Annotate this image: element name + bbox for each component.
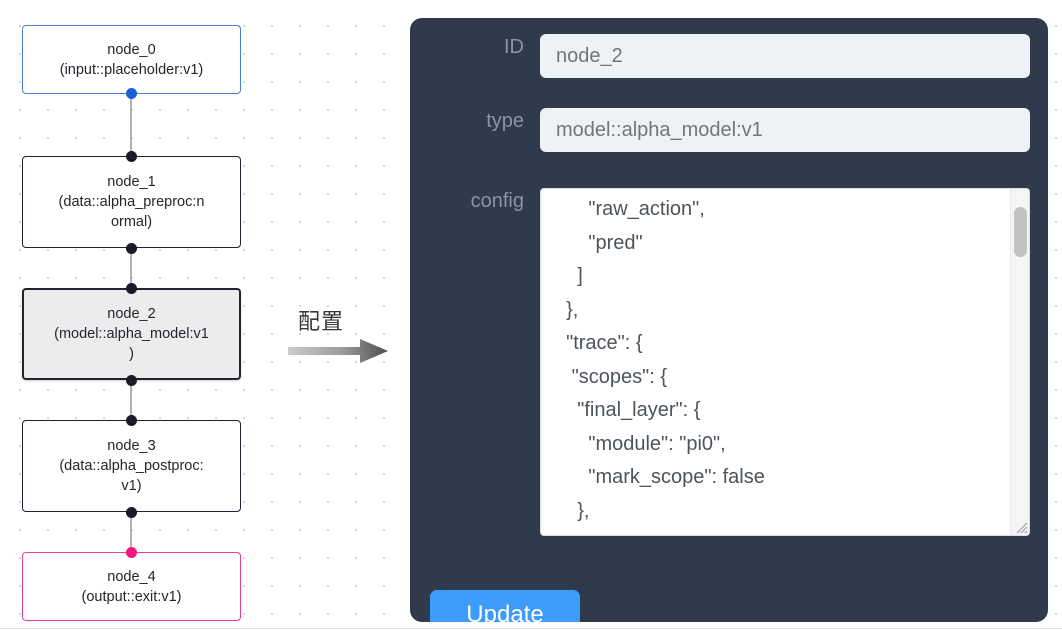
node-handle-node_3-target[interactable]: [125, 415, 137, 426]
config-field-label: config: [470, 190, 524, 212]
config-editor-wrapper: "raw_action", "pred" ] }, "trace": { "sc…: [540, 188, 1030, 536]
node-config-panel: ID type config "raw_action", "pred" ] },…: [410, 18, 1048, 622]
node-handle-node_1-source[interactable]: [125, 243, 137, 254]
field-row-id: ID: [430, 34, 1030, 78]
graph-node-node_4[interactable]: node_4 (output::exit:v1): [22, 552, 241, 621]
graph-edge-node1-node2: [130, 247, 132, 291]
type-input[interactable]: [540, 108, 1030, 152]
node-handle-node_2-target[interactable]: [125, 283, 137, 294]
node-handle-node_4-target[interactable]: [125, 547, 137, 558]
update-button[interactable]: Update: [430, 590, 580, 622]
graph-node-label: node_1 (data::alpha_preproc:n ormal): [58, 174, 205, 230]
type-field-label: type: [486, 110, 524, 132]
graph-node-label: node_0 (input::placeholder:v1): [59, 41, 204, 78]
graph-node-label: node_3 (data::alpha_postproc: v1): [59, 438, 204, 494]
graph-node-label: node_4 (output::exit:v1): [81, 568, 182, 605]
config-textarea[interactable]: "raw_action", "pred" ] }, "trace": { "sc…: [540, 188, 1030, 536]
graph-node-node_3[interactable]: node_3 (data::alpha_postproc: v1): [22, 420, 241, 512]
node-handle-node_3-source[interactable]: [125, 507, 137, 518]
graph-edge-node2-node3: [130, 379, 132, 423]
node-handle-node_0-source[interactable]: [125, 88, 137, 99]
graph-node-label: node_2 (model::alpha_model:v1 ): [54, 306, 209, 362]
graph-edge-node3-node4: [130, 511, 132, 555]
graph-node-node_0[interactable]: node_0 (input::placeholder:v1): [22, 25, 241, 94]
node-handle-node_2-source[interactable]: [125, 375, 137, 386]
node-handle-node_1-target[interactable]: [125, 151, 137, 162]
id-field-label: ID: [504, 36, 524, 58]
field-row-config: config "raw_action", "pred" ] }, "trace"…: [430, 188, 1030, 536]
right-arrow-icon: [288, 339, 388, 363]
graph-node-node_1[interactable]: node_1 (data::alpha_preproc:n ormal): [22, 156, 241, 248]
id-input[interactable]: [540, 34, 1030, 78]
config-scrollbar-thumb[interactable]: [1014, 207, 1027, 257]
annotation-label: 配置: [298, 310, 345, 335]
annotation-arrow-group: 配置: [286, 300, 396, 363]
graph-edge-node0-node1: [130, 93, 132, 159]
config-scrollbar-track[interactable]: [1010, 189, 1029, 535]
graph-node-node_2[interactable]: node_2 (model::alpha_model:v1 ): [22, 288, 241, 380]
bottom-strip: [0, 628, 1062, 643]
field-row-type: type: [430, 108, 1030, 152]
